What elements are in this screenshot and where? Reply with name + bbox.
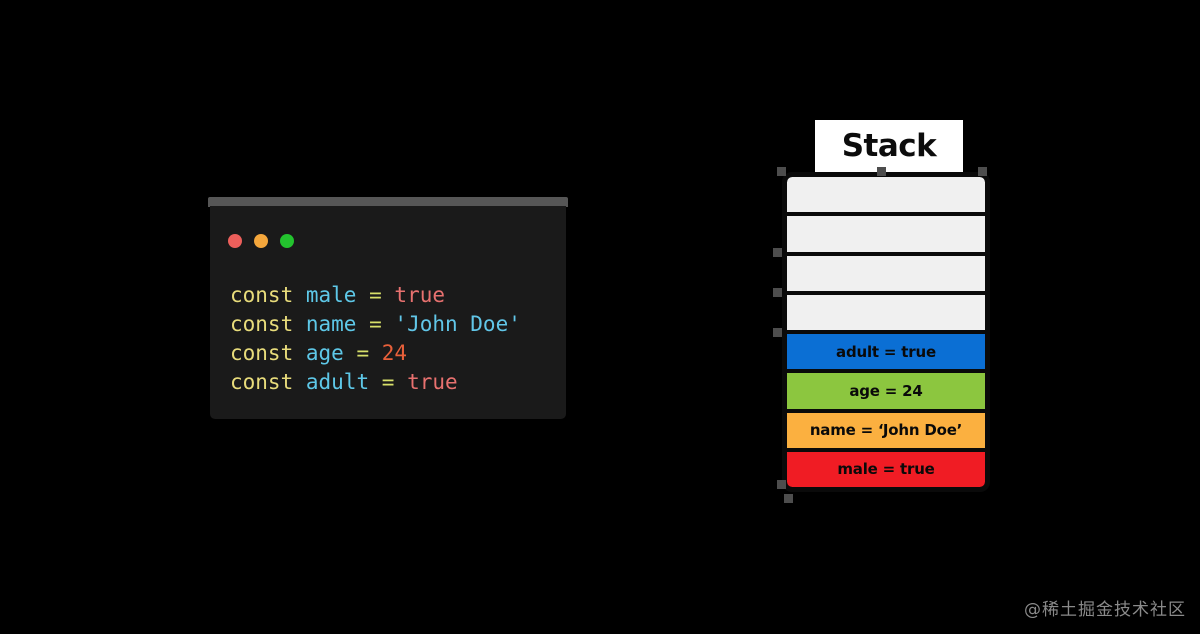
code-token-keyword: const xyxy=(230,370,294,394)
watermark-text: @稀土掘金技术社区 xyxy=(1024,600,1186,620)
code-token-operator: = xyxy=(356,341,370,365)
stack-slot-empty[interactable] xyxy=(787,294,985,330)
stack-title-text: Stack xyxy=(841,128,937,164)
close-window-icon[interactable] xyxy=(228,234,242,248)
stack-slot-filled[interactable]: male = true xyxy=(787,451,985,487)
code-token-variable: age xyxy=(305,341,344,365)
code-token-operator: = xyxy=(381,370,395,394)
code-token-space xyxy=(394,370,407,394)
code-token-variable: male xyxy=(305,283,357,307)
code-token-space xyxy=(293,370,306,394)
handle-top-center[interactable] xyxy=(877,167,886,176)
handle-bottom-center[interactable] xyxy=(784,494,793,503)
code-token-space xyxy=(369,341,382,365)
code-token-operator: = xyxy=(369,283,382,307)
code-token-number: 24 xyxy=(381,341,408,365)
minimize-window-icon[interactable] xyxy=(254,234,268,248)
code-token-keyword: const xyxy=(230,312,294,336)
handle-middle-left-1[interactable] xyxy=(773,248,782,257)
code-token-space xyxy=(344,341,357,365)
code-token-space xyxy=(293,312,306,336)
code-token-space xyxy=(382,283,395,307)
code-token-boolean: true xyxy=(407,370,458,394)
code-token-space xyxy=(369,370,382,394)
stack-diagram: Stack adult = true age = 24 name = ‘John D… xyxy=(773,120,997,503)
code-token-keyword: const xyxy=(230,341,294,365)
code-token-string: 'John Doe' xyxy=(394,312,521,336)
code-token-space xyxy=(382,312,395,336)
code-token-operator: = xyxy=(369,312,382,336)
code-token-keyword: const xyxy=(230,283,294,307)
stack-slot-label: age = 24 xyxy=(849,381,923,400)
handle-middle-left-3[interactable] xyxy=(773,328,782,337)
stack-title-label: Stack xyxy=(815,120,963,172)
code-token-variable: name xyxy=(305,312,357,336)
code-token-boolean: true xyxy=(394,283,445,307)
stack-slot-label: adult = true xyxy=(836,342,936,361)
code-line: const age = 24 xyxy=(230,339,521,368)
stack-slot-label: name = ‘John Doe’ xyxy=(809,421,963,440)
code-window-titlebar[interactable] xyxy=(208,197,568,207)
code-line: const male = true xyxy=(230,281,521,310)
stack-frame[interactable]: adult = true age = 24 name = ‘John Doe’ mal… xyxy=(782,172,990,492)
code-token-space xyxy=(293,283,306,307)
code-line: const adult = true xyxy=(230,368,521,397)
maximize-window-icon[interactable] xyxy=(280,234,294,248)
code-token-space xyxy=(356,312,369,336)
handle-top-right[interactable] xyxy=(978,167,987,176)
code-token-variable: adult xyxy=(305,370,370,394)
stack-slot-label: male = true xyxy=(837,460,935,479)
code-token-space xyxy=(356,283,369,307)
stack-slot-empty[interactable] xyxy=(787,255,985,291)
handle-bottom-left[interactable] xyxy=(777,480,786,489)
code-token-space xyxy=(293,341,306,365)
stack-slot-filled[interactable]: age = 24 xyxy=(787,373,985,409)
stack-slot-filled[interactable]: adult = true xyxy=(787,334,985,370)
handle-top-left[interactable] xyxy=(777,167,786,176)
handle-middle-left-2[interactable] xyxy=(773,288,782,297)
stack-slot-filled[interactable]: name = ‘John Doe’ xyxy=(787,412,985,448)
stack-slot-empty[interactable] xyxy=(787,216,985,252)
code-line: const name = 'John Doe' xyxy=(230,310,521,339)
traffic-light-group xyxy=(228,234,294,248)
stack-slot-empty[interactable] xyxy=(787,177,985,213)
